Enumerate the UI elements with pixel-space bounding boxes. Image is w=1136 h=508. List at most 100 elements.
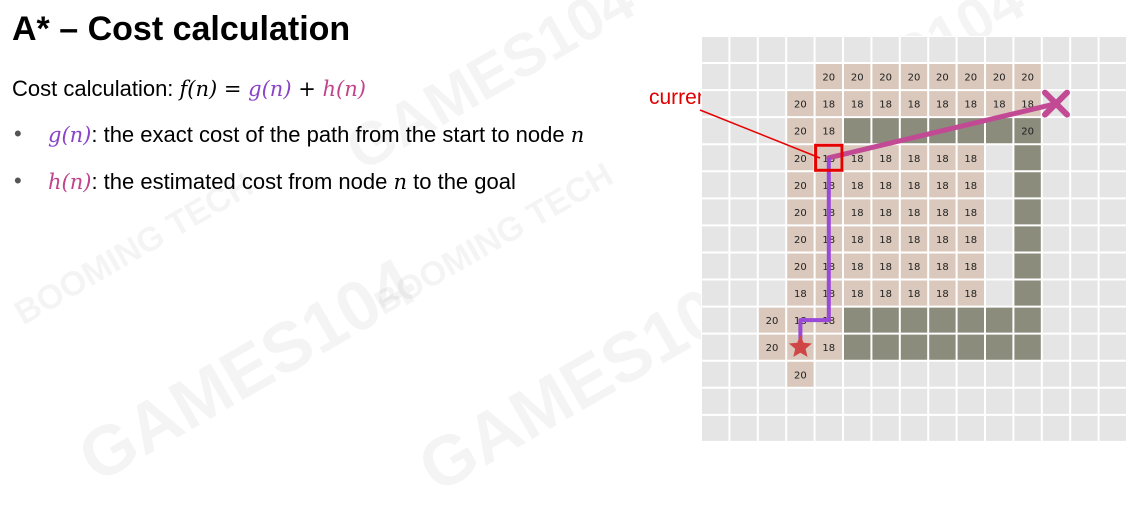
cell-cost-label: 20 (1021, 127, 1034, 138)
bullet-h-text2: to the goal (407, 169, 516, 194)
open-cell (786, 279, 815, 307)
open-cell (956, 198, 985, 226)
cell-cost-label: 20 (794, 154, 807, 165)
watermark: GAMES104 (65, 242, 428, 498)
open-cell (843, 225, 872, 253)
wall-cell (1013, 198, 1042, 226)
cell-cost-label: 18 (879, 289, 892, 300)
cell-cost-label: 18 (936, 181, 949, 192)
open-cell (871, 252, 900, 280)
cell-cost-label: 18 (964, 154, 977, 165)
open-cell (899, 90, 929, 118)
cell-cost-label: 20 (879, 73, 892, 84)
cell-cost-label: 18 (908, 208, 921, 219)
cell-cost-label: 18 (851, 235, 864, 246)
cell-cost-label: 18 (879, 181, 892, 192)
open-cell (928, 90, 957, 118)
cell-cost-label: 20 (851, 73, 864, 84)
cell-cost-label: 18 (936, 100, 949, 111)
open-cell (899, 63, 929, 91)
formula-g: g(n) (248, 77, 292, 101)
cell-cost-label: 18 (822, 127, 835, 138)
wall-cell (985, 333, 1014, 361)
cell-cost-label: 20 (794, 262, 807, 273)
cell-cost-label: 18 (794, 289, 807, 300)
open-cell (871, 198, 900, 226)
cell-cost-label: 20 (794, 100, 807, 111)
wall-cell (899, 333, 929, 361)
open-cell (956, 279, 985, 307)
open-cell (956, 252, 985, 280)
wall-cell (1013, 144, 1042, 172)
cell-cost-label: 18 (936, 208, 949, 219)
bullet-dot: • (14, 121, 22, 146)
open-cell (871, 279, 900, 307)
open-cell (928, 225, 957, 253)
bullet-g-text: : the exact cost of the path from the st… (91, 122, 571, 147)
open-cell (928, 198, 957, 226)
open-cell (928, 279, 957, 307)
open-cell (899, 252, 929, 280)
cell-cost-label: 18 (908, 262, 921, 273)
cell-cost-label: 18 (879, 235, 892, 246)
open-cell (899, 279, 929, 307)
path-line (798, 157, 831, 348)
bullet-h: h(n): the estimated cost from node n to … (48, 169, 516, 195)
open-cell (871, 90, 900, 118)
open-cell (757, 306, 787, 334)
wall-cell (871, 333, 900, 361)
formula-eq: = (217, 77, 249, 101)
open-cell (928, 171, 957, 199)
cell-cost-label: 18 (1021, 100, 1034, 111)
cost-line-label: Cost calculation: (12, 76, 180, 101)
wall-cell (1013, 279, 1042, 307)
cell-cost-label: 18 (964, 235, 977, 246)
cell-cost-label: 18 (822, 100, 835, 111)
formula-f: f(n) (179, 77, 218, 101)
cell-cost-label: 20 (794, 181, 807, 192)
open-cell (843, 252, 872, 280)
cell-cost-label: 20 (1021, 73, 1034, 84)
cell-cost-label: 20 (964, 73, 977, 84)
wall-cell (985, 306, 1014, 334)
wall-cell (1013, 252, 1042, 280)
bullet-h-term: h(n) (48, 170, 92, 194)
cell-cost-label: 18 (993, 100, 1006, 111)
open-cell (956, 144, 985, 172)
wall-cell (843, 117, 872, 145)
open-cell (786, 225, 815, 253)
cell-cost-label: 18 (964, 289, 977, 300)
astar-grid: 20 20 20 20 20 20 20 20 20 18 18 18 18 18 18 18 18 20 18 20… (701, 36, 1127, 442)
cell-cost-label: 20 (822, 73, 835, 84)
cell-cost-label: 18 (964, 181, 977, 192)
open-cell (956, 90, 985, 118)
cell-cost-label: 18 (936, 289, 949, 300)
cell-cost-label: 18 (879, 154, 892, 165)
open-cell (843, 63, 872, 91)
bullet-g-term: g(n) (48, 123, 92, 147)
bullet-h-text: : the estimated cost from node (91, 169, 394, 194)
wall-cell (871, 306, 900, 334)
open-cell (786, 171, 815, 199)
formula-plus: + (291, 77, 323, 101)
open-cell (843, 171, 872, 199)
open-cell (871, 225, 900, 253)
cell-cost-label: 20 (936, 73, 949, 84)
cell-cost-label: 20 (794, 127, 807, 138)
cell-cost-label: 18 (908, 181, 921, 192)
cell-cost-label: 18 (964, 100, 977, 111)
wall-cell (1013, 333, 1042, 361)
cell-cost-label: 18 (936, 154, 949, 165)
cell-cost-label: 18 (879, 262, 892, 273)
open-cell (928, 252, 957, 280)
cell-cost-label: 20 (794, 370, 807, 381)
cell-cost-label: 20 (908, 73, 921, 84)
open-cell (786, 198, 815, 226)
cell-cost-label: 20 (794, 235, 807, 246)
open-cell (1013, 63, 1042, 91)
wall-cell (899, 306, 929, 334)
cell-cost-label: 20 (766, 316, 779, 327)
cell-cost-label: 18 (908, 100, 921, 111)
open-cell (843, 198, 872, 226)
page-title: A* – Cost calculation (12, 10, 351, 48)
